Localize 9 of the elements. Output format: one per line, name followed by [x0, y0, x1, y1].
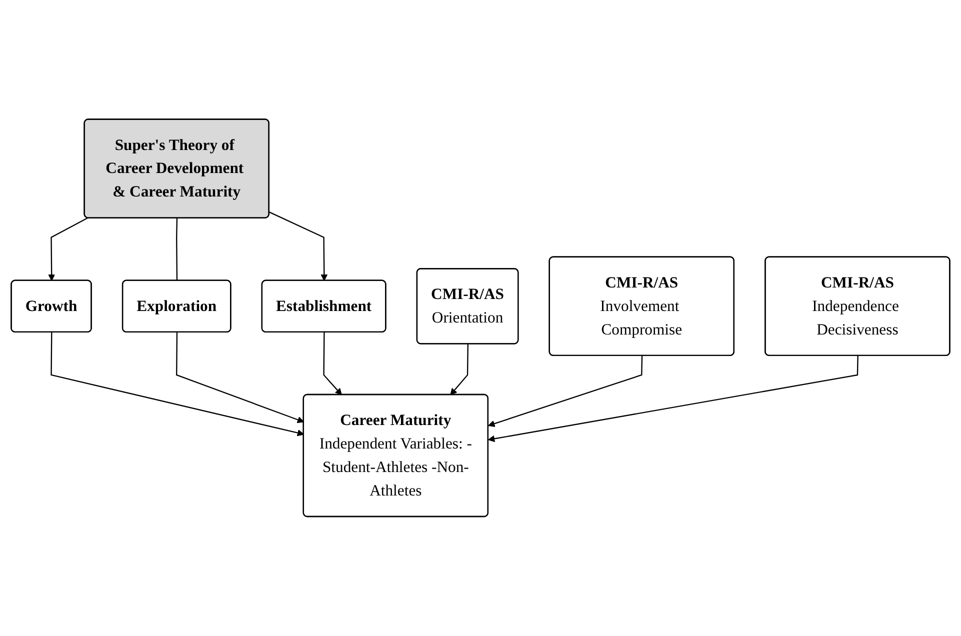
arrow: [323, 332, 342, 396]
arrow: [48, 218, 88, 282]
arrow: [50, 332, 304, 436]
arrow: [176, 332, 304, 424]
arrow: [450, 344, 468, 396]
arrow: [269, 212, 328, 282]
arrow: [488, 356, 858, 442]
connector: [176, 218, 178, 281]
arrow: [488, 356, 643, 428]
